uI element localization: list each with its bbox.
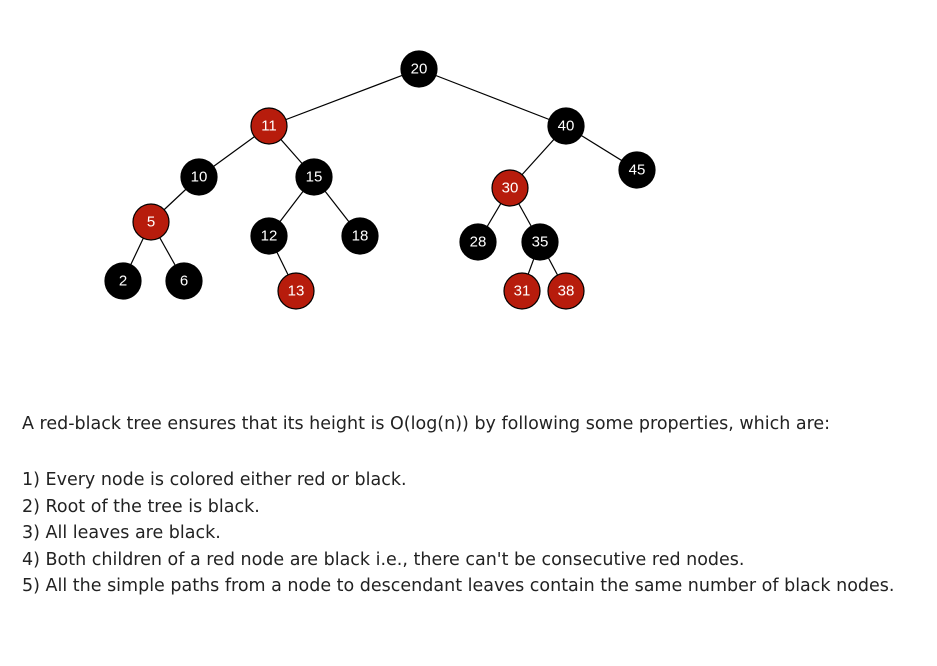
- property-item: 5) All the simple paths from a node to d…: [22, 576, 895, 597]
- red-black-tree-diagram: 20 11 40 10 15 30 45 5 12 18 28 35 2 6 13 31 38: [104, 50, 656, 310]
- node-label: 35: [532, 233, 549, 250]
- node-circle: [618, 151, 656, 189]
- tree-node-2: 2: [104, 262, 142, 300]
- node-circle: [104, 262, 142, 300]
- node-circle: [341, 217, 379, 255]
- node-label: 12: [261, 227, 278, 244]
- node-label: 45: [629, 161, 646, 178]
- tree-node-38: 38: [547, 272, 585, 310]
- node-circle: [547, 272, 585, 310]
- node-label: 6: [180, 272, 188, 289]
- node-label: 40: [558, 117, 575, 134]
- node-label: 31: [514, 282, 531, 299]
- node-circle: [277, 272, 315, 310]
- tree-node-12: 12: [250, 217, 288, 255]
- node-circle: [521, 223, 559, 261]
- node-circle: [503, 272, 541, 310]
- node-circle: [400, 50, 438, 88]
- node-label: 10: [191, 168, 208, 185]
- tree-node-5: 5: [132, 203, 170, 241]
- tree-node-45: 45: [618, 151, 656, 189]
- intro-text: A red-black tree ensures that its height…: [22, 414, 831, 434]
- property-item: 1) Every node is colored either red or b…: [22, 470, 407, 490]
- node-label: 18: [352, 227, 369, 244]
- tree-node-10: 10: [180, 158, 218, 196]
- node-label: 15: [306, 168, 323, 185]
- tree-node-13: 13: [277, 272, 315, 310]
- tree-node-28: 28: [459, 223, 497, 261]
- node-label: 28: [470, 233, 487, 250]
- tree-node-15: 15: [295, 158, 333, 196]
- tree-node-30: 30: [491, 169, 529, 207]
- tree-node-40: 40: [547, 107, 585, 145]
- node-circle: [250, 217, 288, 255]
- node-label: 11: [261, 117, 277, 134]
- node-circle: [165, 262, 203, 300]
- tree-node-11: 11: [250, 107, 288, 145]
- node-circle: [491, 169, 529, 207]
- edge-20-11: [268, 68, 420, 127]
- property-item: 3) All leaves are black.: [22, 523, 221, 544]
- node-circle: [180, 158, 218, 196]
- node-label: 38: [558, 282, 575, 299]
- edge-20-40: [418, 68, 567, 127]
- node-label: 30: [502, 179, 519, 196]
- node-label: 5: [147, 213, 155, 230]
- node-label: 20: [411, 60, 428, 77]
- node-label: 2: [119, 272, 127, 289]
- node-circle: [295, 158, 333, 196]
- tree-node-18: 18: [341, 217, 379, 255]
- property-item: 4) Both children of a red node are black…: [22, 549, 745, 570]
- node-circle: [132, 203, 170, 241]
- node-circle: [250, 107, 288, 145]
- node-circle: [547, 107, 585, 145]
- property-item: 2) Root of the tree is black.: [22, 496, 260, 517]
- tree-node-6: 6: [165, 262, 203, 300]
- tree-node-35: 35: [521, 223, 559, 261]
- node-circle: [459, 223, 497, 261]
- properties-list: 1) Every node is colored either red or b…: [22, 467, 894, 600]
- node-label: 13: [288, 282, 305, 299]
- tree-nodes: 20 11 40 10 15 30 45 5 12 18 28 35 2 6 13 31 38: [104, 50, 656, 310]
- tree-node-31: 31: [503, 272, 541, 310]
- tree-node-20: 20: [400, 50, 438, 88]
